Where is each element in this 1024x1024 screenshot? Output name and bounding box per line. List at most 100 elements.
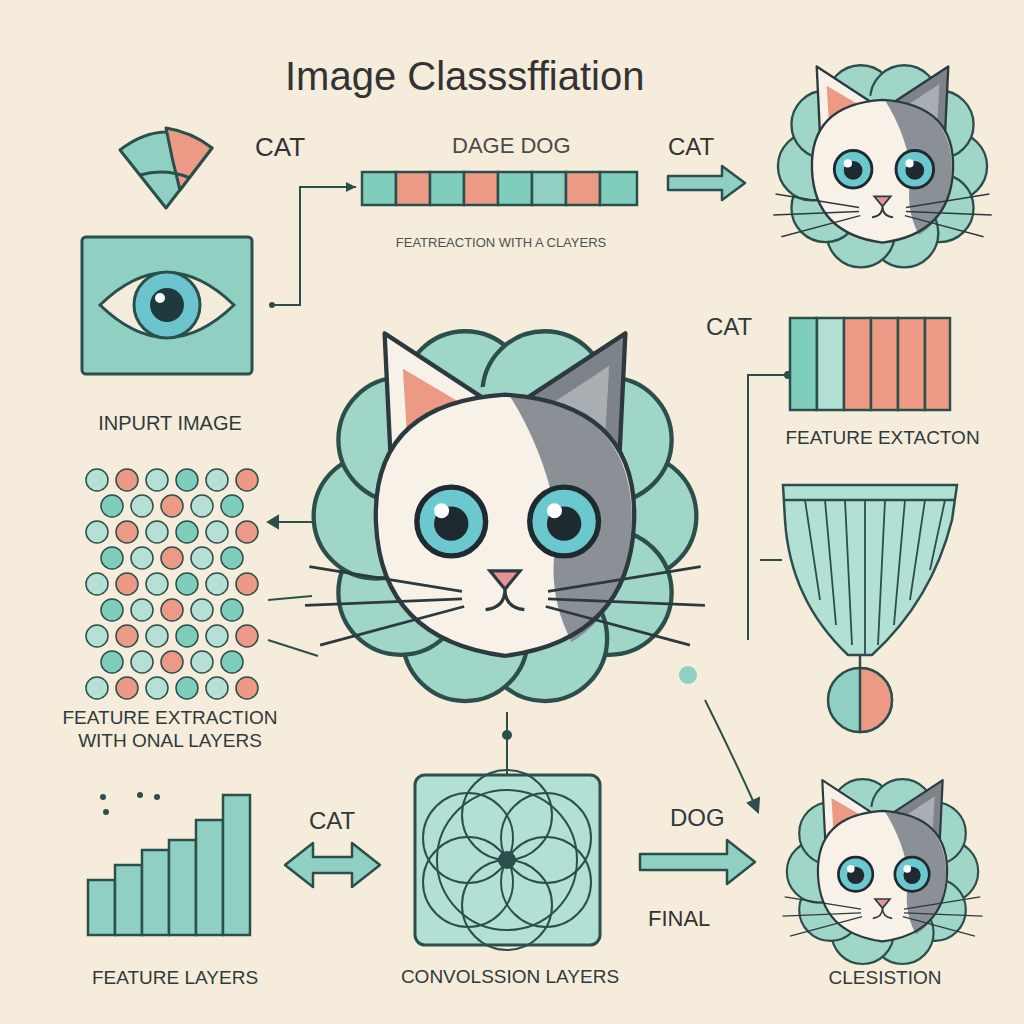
art-shape	[898, 318, 925, 410]
art-shape	[154, 794, 160, 800]
art-shape	[86, 677, 258, 699]
cat-bottom-right	[783, 779, 983, 964]
feature-layers-node: FEATURE LAYERS	[70, 780, 280, 1002]
art-shape	[134, 272, 200, 338]
art-shape	[101, 599, 243, 621]
edge-label: CAT	[306, 807, 358, 836]
dot-grid	[86, 469, 258, 699]
art-shape	[805, 500, 945, 655]
input-image-node: INPURT IMAGE	[70, 228, 270, 443]
art-shape	[169, 840, 196, 935]
art-shape	[140, 172, 190, 178]
art-shape	[748, 798, 759, 812]
cat-top-right	[773, 65, 992, 267]
art-shape	[860, 668, 892, 732]
node-label: FEATURE EXTACTON	[770, 427, 995, 450]
annotation-label: CAT	[255, 132, 305, 163]
arrowhead	[346, 182, 356, 192]
wedge-icon	[120, 128, 212, 208]
connector	[640, 840, 755, 884]
art-shape	[82, 237, 252, 374]
block-arrow	[640, 840, 755, 884]
art-shape	[785, 499, 955, 502]
art-shape	[859, 655, 862, 668]
art-shape	[501, 837, 591, 927]
art-shape	[166, 128, 212, 190]
connector-line	[270, 187, 356, 305]
art-shape	[86, 469, 258, 699]
art-shape	[103, 809, 109, 815]
node-label: FEATURE EXTRACTION WITH ONAL LAYERS	[38, 707, 302, 753]
art-shape	[503, 731, 511, 739]
art-shape	[423, 837, 513, 927]
art-shape	[790, 318, 817, 410]
art-shape	[150, 288, 184, 322]
art-shape	[268, 516, 278, 528]
annotation-label: DAGE DOG	[452, 133, 571, 159]
art-shape	[101, 547, 243, 569]
art-shape	[396, 172, 430, 205]
art-shape	[679, 666, 697, 684]
art-shape	[844, 318, 871, 410]
art-shape	[925, 318, 950, 410]
art-shape	[506, 712, 508, 775]
classification-node: CLESISTION	[760, 755, 1010, 1000]
node-label: FEATREACTION WITH A CLAYERS	[356, 235, 646, 251]
art-shape	[115, 865, 142, 935]
art-shape	[532, 172, 566, 205]
feature-bar-top	[362, 172, 637, 205]
art-shape	[828, 668, 892, 732]
annotation-label: FINAL	[648, 906, 710, 932]
art-shape	[100, 273, 234, 338]
art-shape	[437, 790, 577, 930]
block-arrow-top	[668, 166, 745, 200]
feature-bar-node: FEATREACTION WITH A CLAYERS	[356, 163, 646, 261]
feature-bar-right	[790, 318, 950, 410]
node-label: INPURT IMAGE	[70, 411, 270, 435]
feature-extraction-node: CATFEATURE EXTACTON	[700, 305, 995, 460]
input-image-icon	[82, 237, 252, 374]
art-shape	[415, 775, 600, 945]
art-shape	[101, 495, 243, 517]
art-shape	[101, 651, 243, 673]
art-shape	[155, 293, 165, 303]
art-shape	[566, 172, 600, 205]
diagram-title: Image Classsffiation	[285, 52, 644, 100]
edge-label: DOG	[667, 804, 728, 833]
art-shape	[196, 820, 223, 935]
art-shape	[86, 573, 258, 595]
art-shape	[142, 850, 169, 935]
connector	[269, 182, 356, 308]
art-shape	[748, 375, 788, 640]
convolution-node: CONVOLSSION LAYERS	[385, 768, 635, 1002]
art-shape	[430, 172, 464, 205]
art-shape	[499, 852, 515, 868]
dot-grid-node: FEATURE EXTRACTION WITH ONAL LAYERS	[38, 462, 302, 767]
block-arrow	[285, 843, 380, 887]
connector-dot	[269, 302, 275, 308]
art-shape	[817, 318, 844, 410]
node-label: CONVOLSSION LAYERS	[385, 966, 635, 989]
art-shape	[268, 640, 318, 656]
node-label: CLESISTION	[760, 967, 1010, 990]
art-shape	[86, 469, 258, 491]
art-shape	[498, 172, 532, 205]
funnel	[783, 485, 957, 732]
art-shape	[88, 880, 115, 935]
art-shape	[871, 318, 898, 410]
bar-chart	[88, 792, 250, 935]
art-shape	[86, 521, 258, 543]
art-shape	[362, 172, 396, 205]
art-shape	[223, 795, 250, 935]
node-label: FEATURE LAYERS	[70, 967, 280, 990]
cat-center	[305, 331, 705, 701]
art-shape	[86, 625, 258, 647]
art-shape	[100, 794, 106, 800]
art-shape	[760, 559, 782, 561]
art-shape	[137, 792, 143, 798]
art-shape	[600, 172, 637, 205]
art-shape	[705, 700, 758, 812]
connector	[285, 843, 380, 887]
convolution-icon	[415, 770, 600, 950]
